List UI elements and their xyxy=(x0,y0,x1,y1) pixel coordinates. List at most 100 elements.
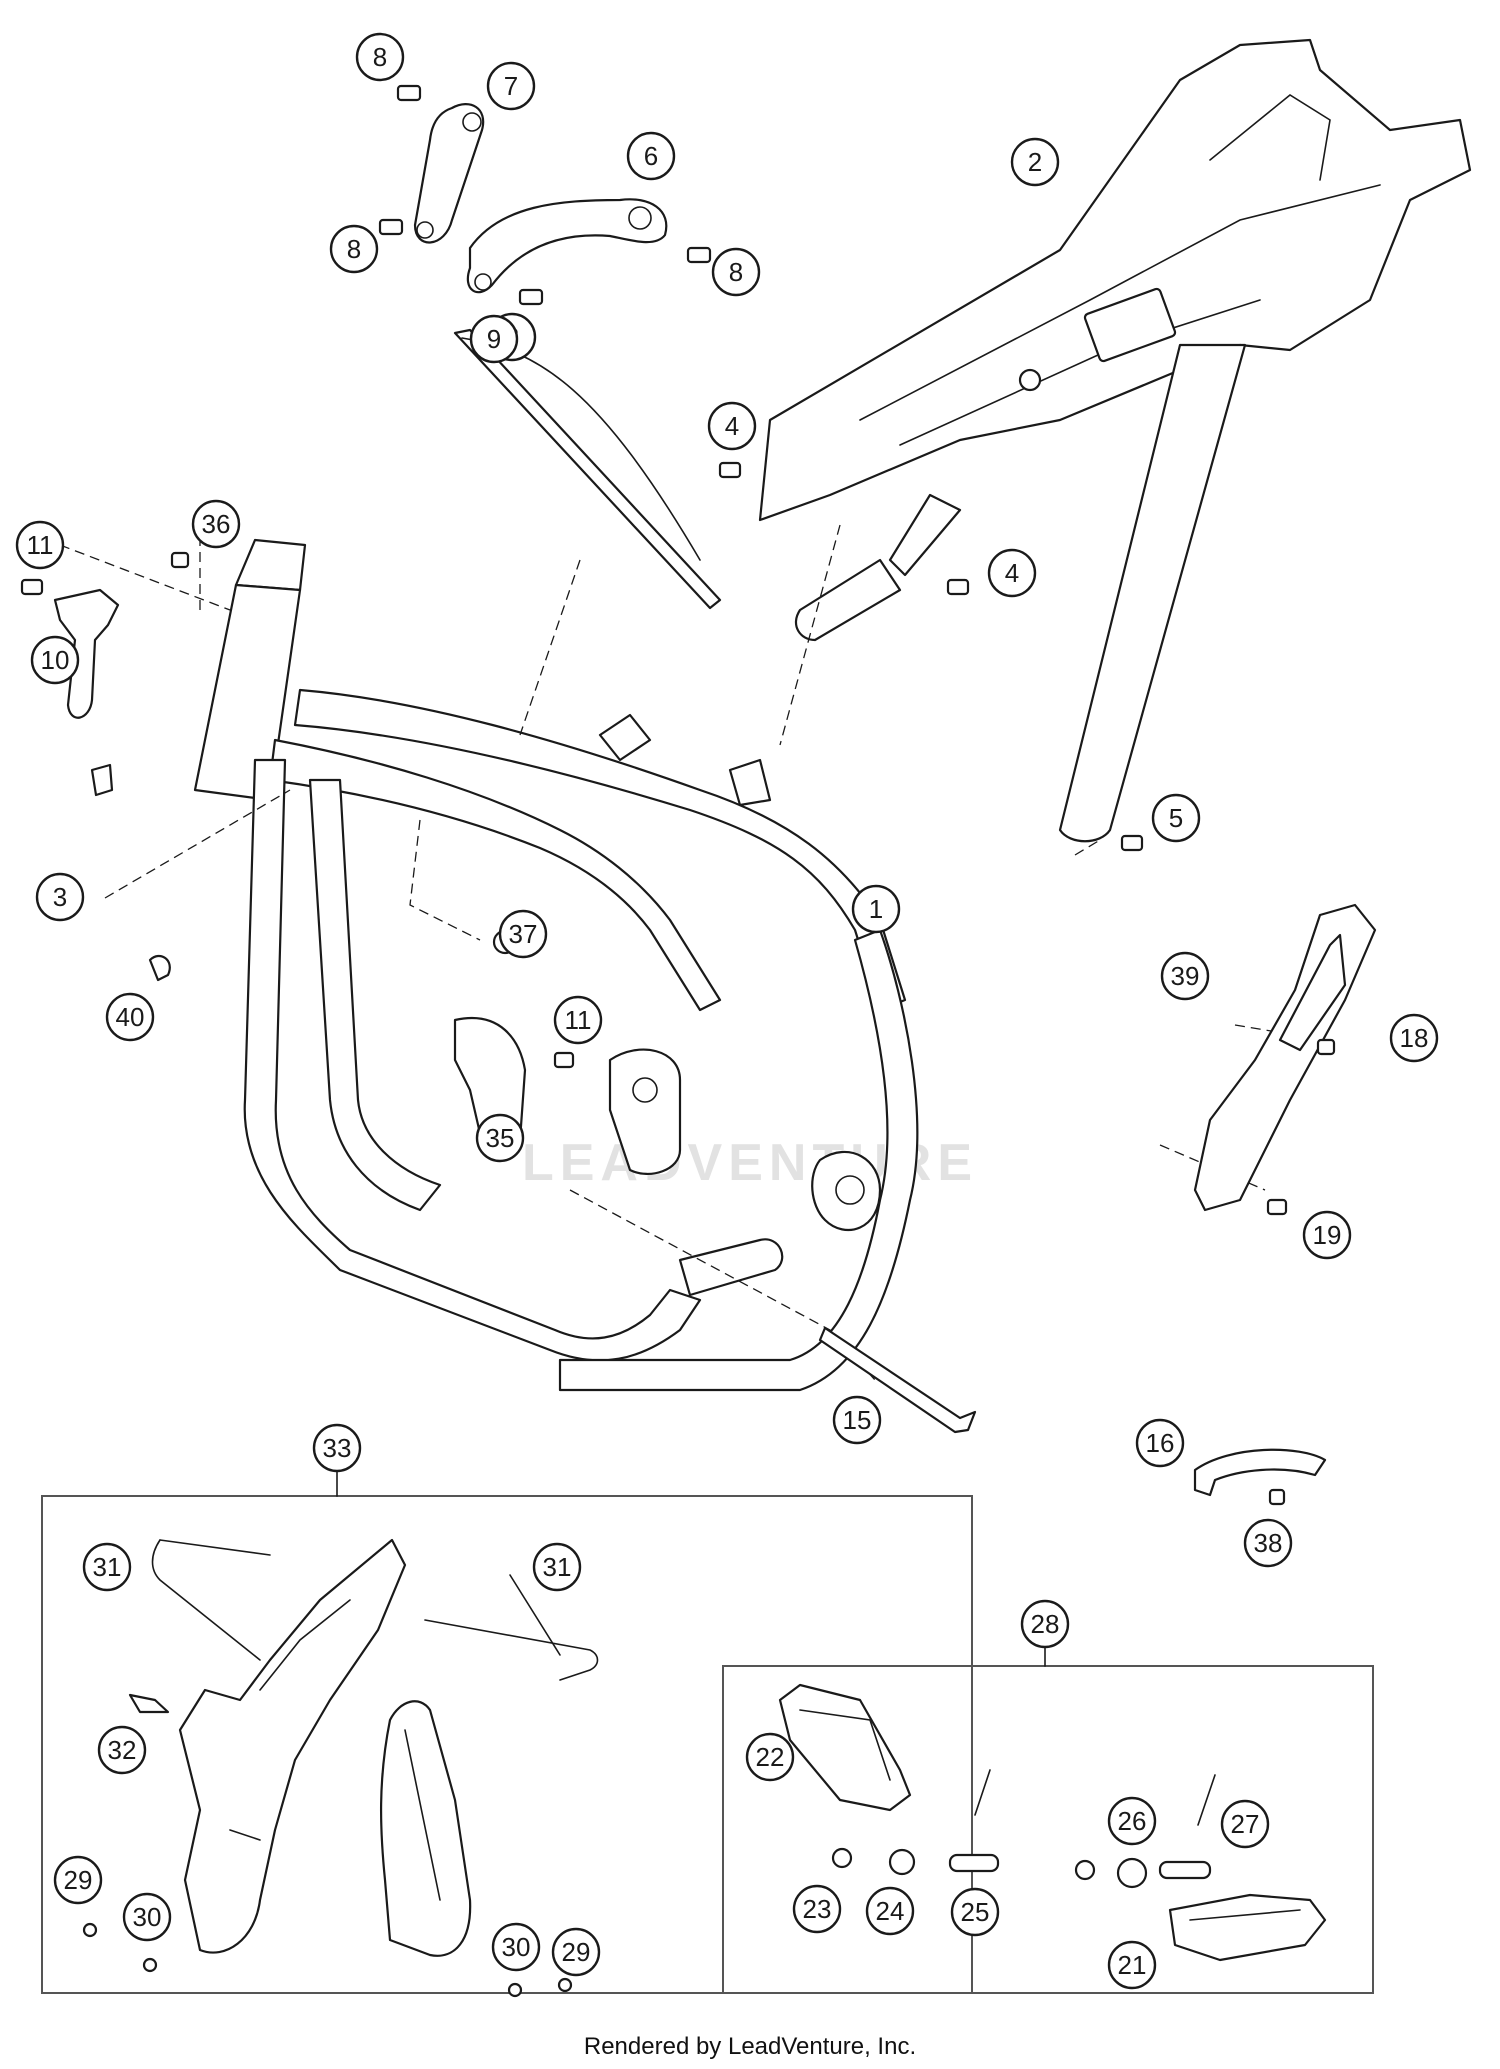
svg-text:5: 5 xyxy=(1169,803,1183,833)
svg-text:21: 21 xyxy=(1118,1950,1147,1980)
callout-30: 30 xyxy=(122,1892,172,1942)
bracket-10 xyxy=(20,551,190,797)
callout-8: 8 xyxy=(329,224,379,274)
bolts-4-5 xyxy=(718,461,1144,852)
svg-text:28: 28 xyxy=(1031,1609,1060,1639)
callout-39: 39 xyxy=(1160,951,1210,1001)
footer-credit: Rendered by LeadVenture, Inc. xyxy=(584,2033,916,2060)
svg-text:25: 25 xyxy=(961,1897,990,1927)
svg-text:15: 15 xyxy=(843,1405,872,1435)
svg-text:36: 36 xyxy=(202,509,231,539)
svg-text:38: 38 xyxy=(1254,1528,1283,1558)
callout-32: 32 xyxy=(97,1725,147,1775)
callout-35: 35 xyxy=(475,1113,525,1163)
svg-text:18: 18 xyxy=(1400,1023,1429,1053)
cable-tie-9 xyxy=(453,328,722,610)
callout-21: 21 xyxy=(1107,1940,1157,1990)
callout-4: 4 xyxy=(987,548,1037,598)
callout-11: 11 xyxy=(553,995,603,1045)
callout-3: 3 xyxy=(35,872,85,922)
svg-text:31: 31 xyxy=(93,1552,122,1582)
callout-4: 4 xyxy=(707,401,757,451)
frame-guard-39 xyxy=(1193,903,1377,1216)
callout-28: 28 xyxy=(1020,1599,1070,1649)
svg-text:1: 1 xyxy=(869,894,883,924)
svg-text:6: 6 xyxy=(644,141,658,171)
svg-text:19: 19 xyxy=(1313,1220,1342,1250)
svg-text:4: 4 xyxy=(1005,558,1019,588)
subframe-2 xyxy=(758,38,1472,843)
svg-text:30: 30 xyxy=(502,1932,531,1962)
footpeg-21 xyxy=(1168,1893,1327,1962)
svg-text:10: 10 xyxy=(41,645,70,675)
svg-text:29: 29 xyxy=(64,1865,93,1895)
callout-9: 9 xyxy=(469,314,519,364)
frame-protector-right xyxy=(379,1700,472,1957)
footpeg-22 xyxy=(778,1683,912,1812)
callout-31: 31 xyxy=(82,1542,132,1592)
bracket-7 xyxy=(413,103,485,244)
callout-40: 40 xyxy=(105,992,155,1042)
svg-text:27: 27 xyxy=(1231,1809,1260,1839)
callout-18: 18 xyxy=(1389,1013,1439,1063)
svg-text:9: 9 xyxy=(487,324,501,354)
callout-22: 22 xyxy=(745,1732,795,1782)
main-frame-1 xyxy=(193,538,919,1392)
callout-38: 38 xyxy=(1243,1518,1293,1568)
svg-text:4: 4 xyxy=(725,411,739,441)
callout-30: 30 xyxy=(491,1922,541,1972)
callout-25: 25 xyxy=(950,1887,1000,1937)
svg-text:11: 11 xyxy=(27,530,54,560)
callout-16: 16 xyxy=(1135,1418,1185,1468)
svg-text:3: 3 xyxy=(53,882,67,912)
svg-text:35: 35 xyxy=(486,1123,515,1153)
svg-text:39: 39 xyxy=(1171,961,1200,991)
callout-8: 8 xyxy=(355,32,405,82)
svg-text:8: 8 xyxy=(373,42,387,72)
callout-2: 2 xyxy=(1010,137,1060,187)
svg-text:22: 22 xyxy=(756,1742,785,1772)
callout-6: 6 xyxy=(626,131,676,181)
svg-text:40: 40 xyxy=(116,1002,145,1032)
svg-text:7: 7 xyxy=(504,71,518,101)
callout-31: 31 xyxy=(532,1542,582,1592)
svg-text:23: 23 xyxy=(803,1894,832,1924)
callout-26: 26 xyxy=(1107,1796,1157,1846)
callout-15: 15 xyxy=(832,1395,882,1445)
svg-text:29: 29 xyxy=(562,1937,591,1967)
svg-text:31: 31 xyxy=(543,1552,572,1582)
group-box-28 xyxy=(722,1665,1374,1994)
footpeg-hardware xyxy=(831,1769,1216,1889)
bolts-8 xyxy=(378,84,712,306)
svg-text:8: 8 xyxy=(347,234,361,264)
callout-19: 19 xyxy=(1302,1210,1352,1260)
callout-10: 10 xyxy=(30,635,80,685)
callout-11: 11 xyxy=(15,520,65,570)
bracket-6 xyxy=(466,198,668,294)
svg-text:24: 24 xyxy=(876,1896,905,1926)
frame-protector-left xyxy=(178,1538,407,1954)
svg-text:30: 30 xyxy=(133,1902,162,1932)
cable-ties-31-32 xyxy=(82,1539,599,1998)
group-box-33 xyxy=(41,1495,973,1994)
callout-29: 29 xyxy=(551,1927,601,1977)
chain-guide-16 xyxy=(1193,1448,1327,1506)
callout-24: 24 xyxy=(865,1886,915,1936)
svg-text:16: 16 xyxy=(1146,1428,1175,1458)
callout-5: 5 xyxy=(1151,793,1201,843)
svg-text:8: 8 xyxy=(729,257,743,287)
svg-text:37: 37 xyxy=(509,919,538,949)
svg-text:32: 32 xyxy=(108,1735,137,1765)
callout-8: 8 xyxy=(711,247,761,297)
svg-text:33: 33 xyxy=(323,1433,352,1463)
svg-text:11: 11 xyxy=(565,1005,592,1035)
callout-23: 23 xyxy=(792,1884,842,1934)
svg-text:2: 2 xyxy=(1028,147,1042,177)
callout-29: 29 xyxy=(53,1855,103,1905)
svg-text:26: 26 xyxy=(1118,1806,1147,1836)
callout-36: 36 xyxy=(191,499,241,549)
callout-37: 37 xyxy=(498,909,548,959)
callout-33: 33 xyxy=(312,1423,362,1473)
callout-27: 27 xyxy=(1220,1799,1270,1849)
